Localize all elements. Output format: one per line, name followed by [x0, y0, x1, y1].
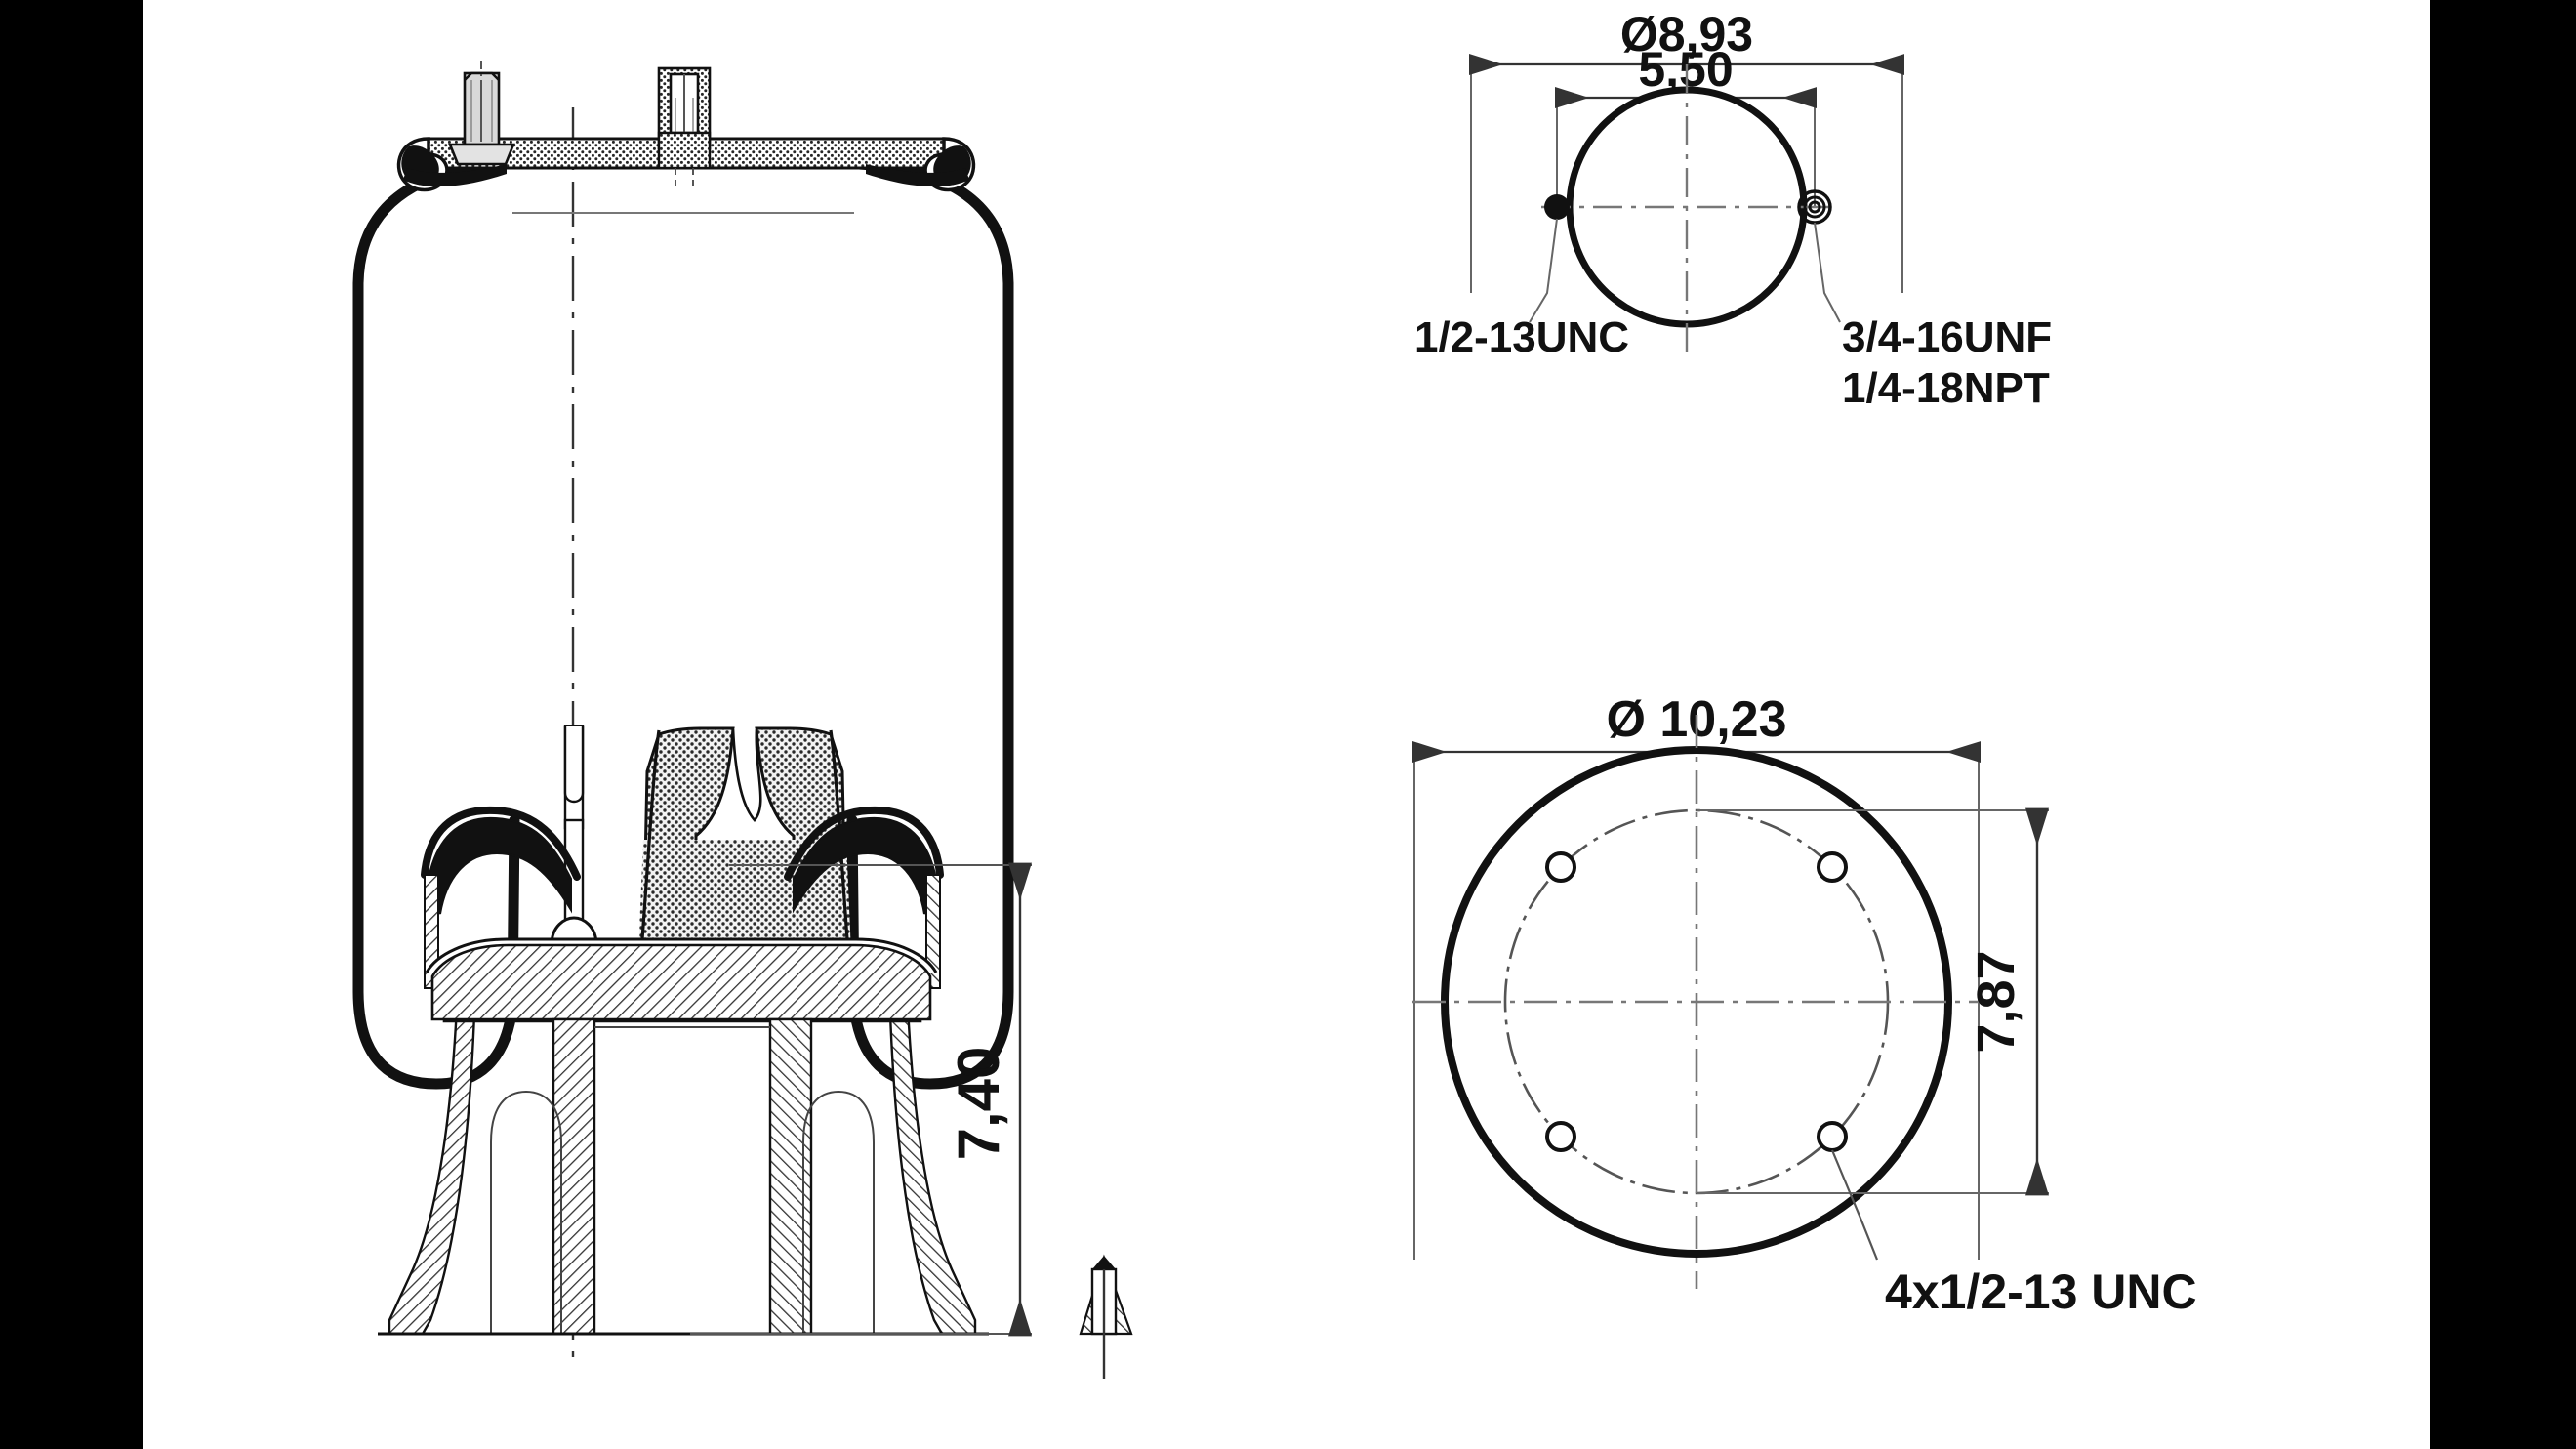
bolt-hole [1545, 851, 1576, 883]
callout-bolt-thread: 4x1/2-13 UNC [1885, 1264, 2197, 1319]
bead-plate-assembly [396, 61, 976, 192]
bottom-view: Ø 10,23 7,87 4x [1411, 691, 2197, 1319]
piston-drain-hole [1079, 1254, 1133, 1379]
crimp-right-outline [784, 806, 944, 881]
dim-label-dia-8-93: Ø8,93 [1620, 7, 1753, 62]
dimension-height-7-40: 7,40 [690, 862, 1032, 1337]
piston-body [378, 937, 1133, 1379]
bolt-hole [1545, 1121, 1576, 1152]
bolt-hole [1817, 1121, 1848, 1152]
dim-label-7-40: 7,40 [946, 1047, 1011, 1161]
leader-bolt-holes [1830, 1149, 1879, 1261]
piston-crimp-ring [421, 806, 944, 989]
mounting-stud [448, 61, 515, 166]
crimp-collar-right [925, 874, 941, 989]
stud-marker [1544, 194, 1570, 220]
leader-port [1814, 222, 1841, 323]
dim-label-7-87: 7,87 [1967, 950, 2025, 1053]
piston-cavity-right [802, 1090, 875, 1334]
bumper-top-notch [731, 727, 762, 822]
piston-inner-wall-right [768, 1017, 813, 1336]
bead-lip-right [866, 164, 969, 187]
callout-port-npt: 1/4-18NPT [1842, 364, 2050, 412]
bolt-hole [1817, 851, 1848, 883]
crimp-left [427, 816, 572, 915]
piston-crown-hatch [430, 943, 932, 1021]
crimp-right [793, 816, 938, 915]
leader-stud [1529, 218, 1558, 323]
callout-stud-thread: 1/2-13UNC [1414, 313, 1629, 361]
callout-port-unf: 3/4-16UNF [1842, 313, 2052, 361]
bead-lip-left [403, 164, 507, 187]
piston-inner-wall-left [552, 1017, 596, 1336]
letterbox-right [2430, 0, 2576, 1449]
crimp-left-outline [421, 806, 581, 881]
top-view: Ø8,93 5,50 [1414, 7, 2052, 412]
section-view: 7,40 [352, 61, 1133, 1379]
drawing-canvas: 7,40 Ø8,93 5,50 [143, 0, 2430, 1449]
letterbox-left [0, 0, 143, 1449]
air-port-fitting [657, 66, 712, 187]
piston-cavity-left [490, 1090, 562, 1334]
